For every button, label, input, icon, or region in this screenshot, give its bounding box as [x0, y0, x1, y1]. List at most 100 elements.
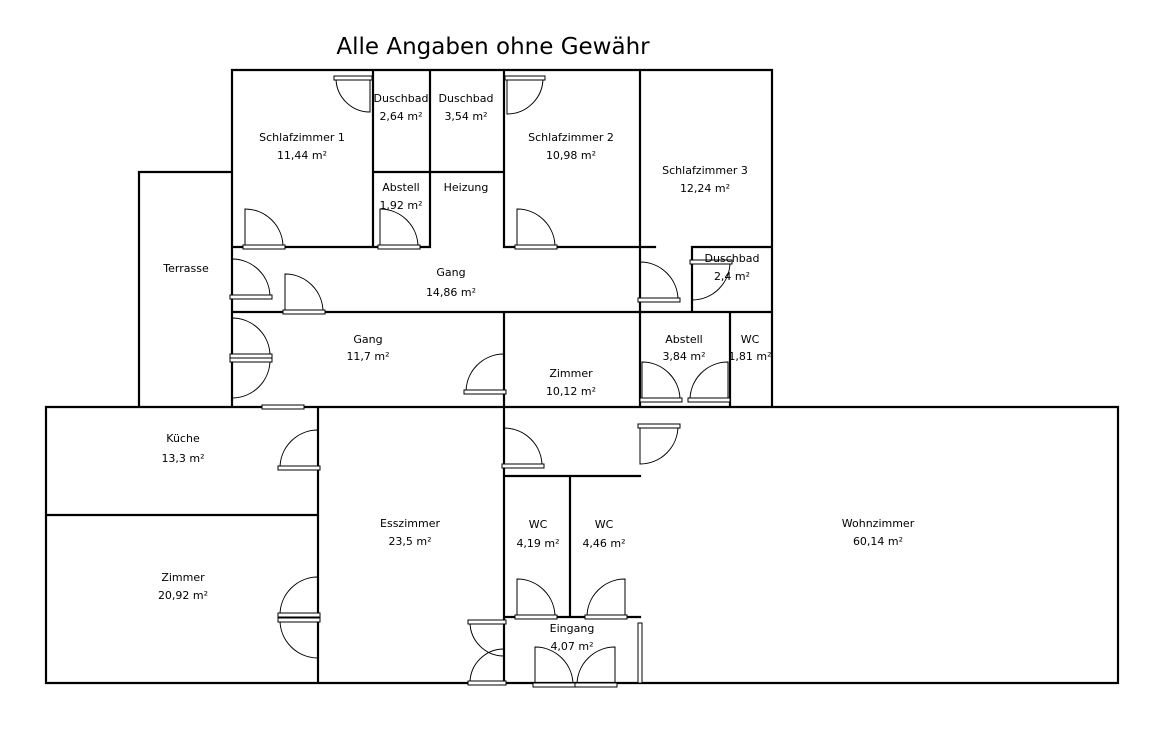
door-frame — [637, 297, 681, 303]
door-frame — [574, 682, 618, 688]
door-icon — [335, 77, 371, 113]
door-icon — [691, 261, 731, 301]
door-icon — [279, 619, 319, 659]
room-name: WC — [741, 333, 760, 346]
door-frame — [333, 75, 373, 81]
room-name: Schlafzimmer 1 — [259, 131, 345, 144]
room-name: Abstell — [382, 181, 419, 194]
room-area: 4,07 m² — [550, 640, 593, 653]
door-icon — [279, 429, 319, 469]
door-icon — [284, 273, 324, 313]
door-icon — [465, 353, 505, 393]
room-terrasse: Terrasse — [162, 262, 209, 275]
window-frame — [637, 622, 643, 684]
door-icon — [641, 361, 681, 401]
room-eingang: Eingang 4,07 m² — [550, 622, 595, 653]
door-frame — [501, 463, 545, 469]
room-wc3: WC 4,46 m² — [582, 518, 625, 550]
room-area: 3,54 m² — [444, 110, 487, 123]
room-name: Schlafzimmer 3 — [662, 164, 748, 177]
room-schlafzimmer2: Schlafzimmer 210,98 m² — [528, 131, 614, 162]
room-area: 1,81 m² — [728, 350, 771, 363]
door-icon — [469, 648, 505, 684]
room-name: Duschbad — [705, 252, 760, 265]
door-icon — [516, 208, 556, 248]
room-name: Schlafzimmer 2 — [528, 131, 614, 144]
room-area: 60,14 m² — [853, 535, 903, 548]
room-schlafzimmer3: Schlafzimmer 3 12,24 m² — [662, 164, 748, 195]
room-area: 11,44 m² — [277, 149, 327, 162]
door-icon — [639, 425, 679, 465]
room-name: Wohnzimmer — [842, 517, 915, 530]
room-duschbad1: Duschbad 2,64 m² — [374, 92, 429, 123]
doors — [229, 75, 733, 688]
room-name: Zimmer — [549, 367, 593, 380]
door-frame — [277, 617, 321, 623]
door-frame — [687, 397, 731, 403]
door-frame — [467, 619, 507, 625]
room-wohnzimmer: Wohnzimmer 60,14 m² — [842, 517, 915, 548]
room-area: 2,4 m² — [714, 270, 750, 283]
door-icon — [279, 576, 319, 616]
door-frame — [689, 259, 733, 265]
room-area: 2,64 m² — [379, 110, 422, 123]
room-name: Esszimmer — [380, 517, 440, 530]
door-icon — [244, 208, 284, 248]
room-name: WC — [529, 518, 548, 531]
room-name: Abstell — [665, 333, 702, 346]
room-abstell1: Abstell 1,92 m² — [379, 181, 422, 212]
door-frame — [637, 423, 681, 429]
room-name: Gang — [353, 333, 382, 346]
door-icon — [469, 621, 505, 657]
door-frame — [514, 244, 558, 250]
door-frame — [229, 294, 273, 300]
room-name: Zimmer — [161, 571, 205, 584]
room-name: Duschbad — [374, 92, 429, 105]
room-area: 4,19 m² — [516, 537, 559, 550]
room-wc2: WC 4,19 m² — [516, 518, 559, 550]
door-frame — [229, 357, 273, 363]
room-area: 12,24 m² — [680, 182, 730, 195]
door-frame — [277, 612, 321, 618]
door-frame — [467, 680, 507, 686]
room-area: 1,92 m² — [379, 199, 422, 212]
room-name: Eingang — [550, 622, 595, 635]
door-icon — [506, 77, 544, 115]
room-area: 23,5 m² — [388, 535, 431, 548]
door-icon — [516, 578, 556, 618]
room-duschbad3: Duschbad 2,4 m² — [705, 252, 760, 283]
door-icon — [231, 258, 271, 298]
room-area: 20,92 m² — [158, 589, 208, 602]
door-frame — [242, 244, 286, 250]
room-area: 10,12 m² — [546, 385, 596, 398]
room-zimmer1: Zimmer 10,12 m² — [546, 367, 596, 398]
door-frame — [463, 389, 507, 395]
room-abstell2: Abstell 3,84 m² — [662, 333, 705, 363]
room-heizung: Heizung — [444, 181, 489, 194]
door-icon — [231, 359, 271, 399]
room-area: 3,84 m² — [662, 350, 705, 363]
room-name: Heizung — [444, 181, 489, 194]
door-frame — [532, 682, 576, 688]
door-icon — [639, 261, 679, 301]
room-zimmer2: Zimmer 20,92 m² — [158, 571, 208, 602]
room-name: WC — [595, 518, 614, 531]
room-name: Terrasse — [162, 262, 209, 275]
room-area: 13,3 m² — [161, 452, 204, 465]
door-icon — [231, 317, 271, 357]
room-area: 4,46 m² — [582, 537, 625, 550]
door-frame — [639, 397, 683, 403]
door-icon — [576, 646, 616, 686]
door-frame — [229, 353, 273, 359]
room-area: 11,7 m² — [346, 350, 389, 363]
door-icon — [503, 427, 543, 467]
room-gang2: Gang 11,7 m² — [346, 333, 389, 363]
door-frame — [277, 465, 321, 471]
disclaimer-title: Alle Angaben ohne Gewähr — [336, 34, 650, 60]
door-icon — [534, 646, 574, 686]
door-icon — [689, 361, 729, 401]
